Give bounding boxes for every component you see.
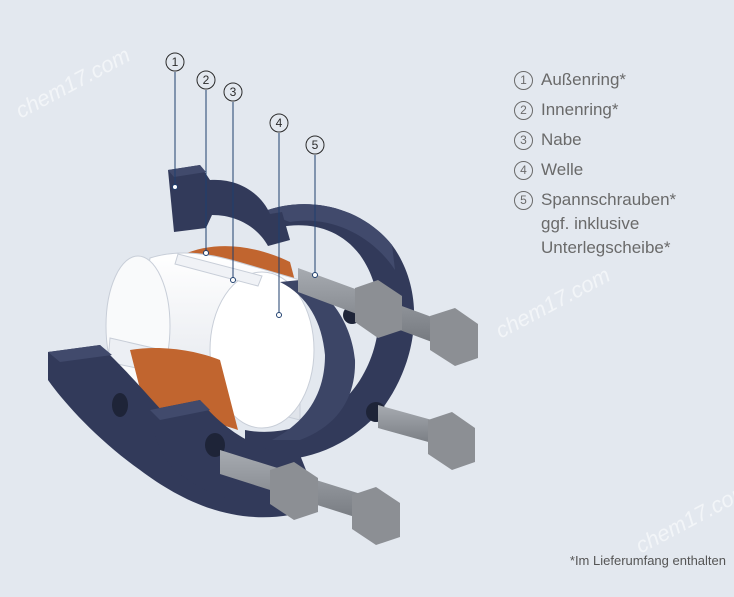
- footnote: *Im Lieferumfang enthalten: [569, 553, 726, 568]
- legend-number: 1: [514, 71, 533, 90]
- callout-label-2: 2: [203, 73, 210, 87]
- leader-dot-3: [230, 277, 236, 283]
- legend-label-line: Unterlegscheibe*: [541, 238, 671, 257]
- legend-label: Spannschrauben* ggf. inklusive Unterlegs…: [541, 188, 676, 260]
- legend-label-line: Spannschrauben*: [541, 190, 677, 209]
- callout-label-5: 5: [312, 138, 319, 152]
- legend: 1 Außenring* 2 Innenring* 3 Nabe 4 Welle…: [514, 68, 729, 266]
- legend-item-hub: 3 Nabe: [514, 128, 729, 152]
- callout-label-3: 3: [230, 85, 237, 99]
- leader-dot-4: [276, 312, 282, 318]
- legend-item-outer-ring: 1 Außenring*: [514, 68, 729, 92]
- legend-number: 3: [514, 131, 533, 150]
- callout-circle-2: [196, 70, 216, 90]
- callout-label-4: 4: [276, 116, 283, 130]
- callout-label-1: 1: [172, 55, 179, 69]
- legend-item-inner-ring: 2 Innenring*: [514, 98, 729, 122]
- bolt-top: [298, 268, 478, 366]
- top-outer-ring-segment: [168, 165, 290, 246]
- legend-number: 2: [514, 101, 533, 120]
- legend-label-line: ggf. inklusive: [541, 214, 640, 233]
- callout-circle-4: [269, 113, 289, 133]
- legend-number: 5: [514, 191, 533, 210]
- legend-label: Außenring*: [541, 70, 627, 89]
- legend-item-clamping-screws: 5 Spannschrauben* ggf. inklusive Unterle…: [514, 188, 729, 260]
- hub: [272, 280, 356, 440]
- legend-item-shaft: 4 Welle: [514, 158, 729, 182]
- legend-label: Welle: [541, 160, 584, 179]
- legend-label: Innenring*: [541, 100, 619, 119]
- callout-circle-5: [305, 135, 325, 155]
- bolt-bottom: [220, 450, 400, 545]
- legend-number: 4: [514, 161, 533, 180]
- callout-circle-1: [165, 52, 185, 72]
- leader-dot-1: [172, 184, 178, 190]
- legend-label: Nabe: [541, 130, 582, 149]
- callout-circle-3: [223, 82, 243, 102]
- leader-dot-2: [203, 250, 209, 256]
- bolt-right: [378, 405, 475, 470]
- leader-dot-5: [312, 272, 318, 278]
